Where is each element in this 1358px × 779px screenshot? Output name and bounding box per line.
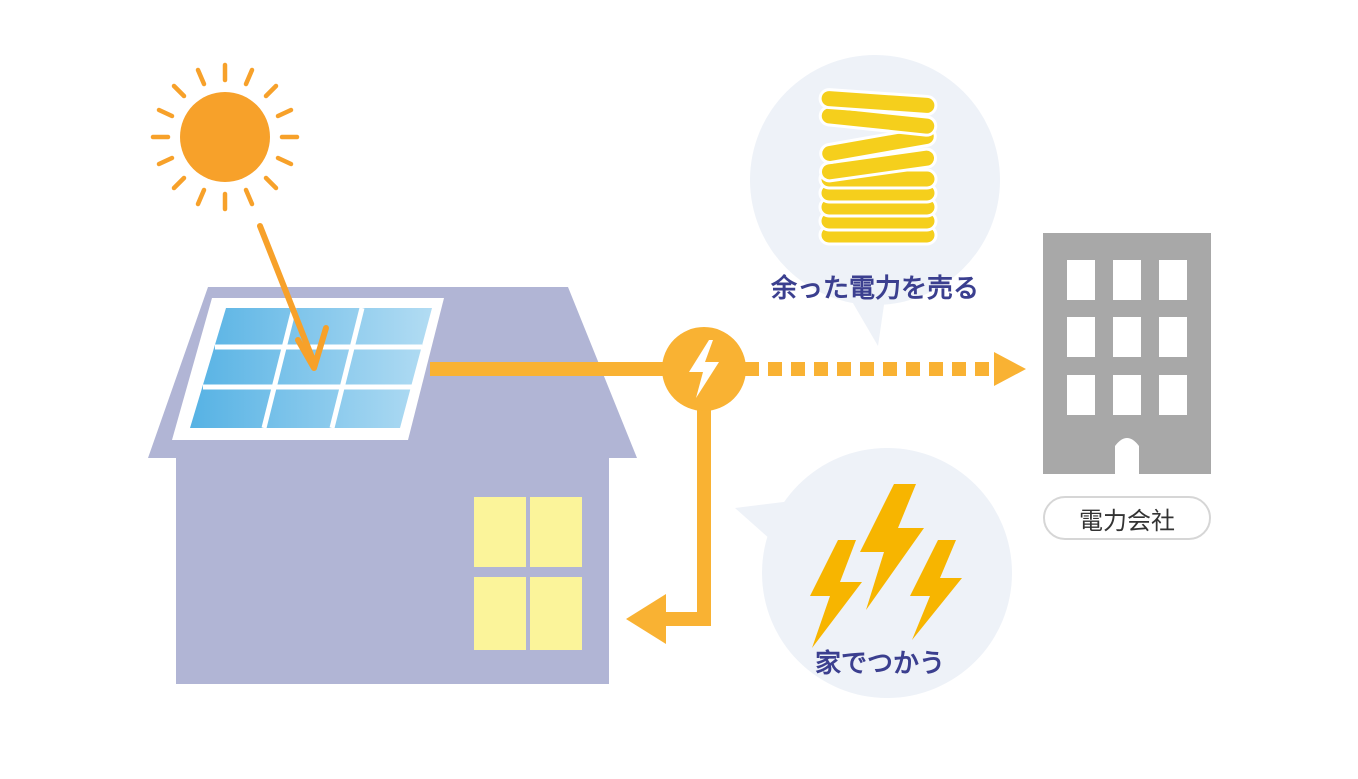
- solar-panel-icon: [172, 298, 444, 440]
- junction-lightning-icon: [662, 327, 746, 411]
- house-window: [474, 497, 582, 650]
- sun-icon: [150, 62, 300, 212]
- lightning-icon: [810, 484, 962, 648]
- power-flow-line: [430, 362, 670, 376]
- use-at-home-label: 家でつかう: [814, 649, 945, 679]
- sell-surplus-label: 余った電力を売る: [770, 274, 979, 304]
- office-building-icon: [1043, 233, 1211, 474]
- sell-flow-arrow: [745, 352, 1026, 386]
- sunlight-arrow: [257, 223, 329, 371]
- power-company-badge: 電力会社: [1043, 496, 1211, 540]
- home-use-arrow: [626, 400, 711, 644]
- coin-stack-icon: [818, 88, 938, 246]
- power-company-label: 電力会社: [1079, 506, 1175, 535]
